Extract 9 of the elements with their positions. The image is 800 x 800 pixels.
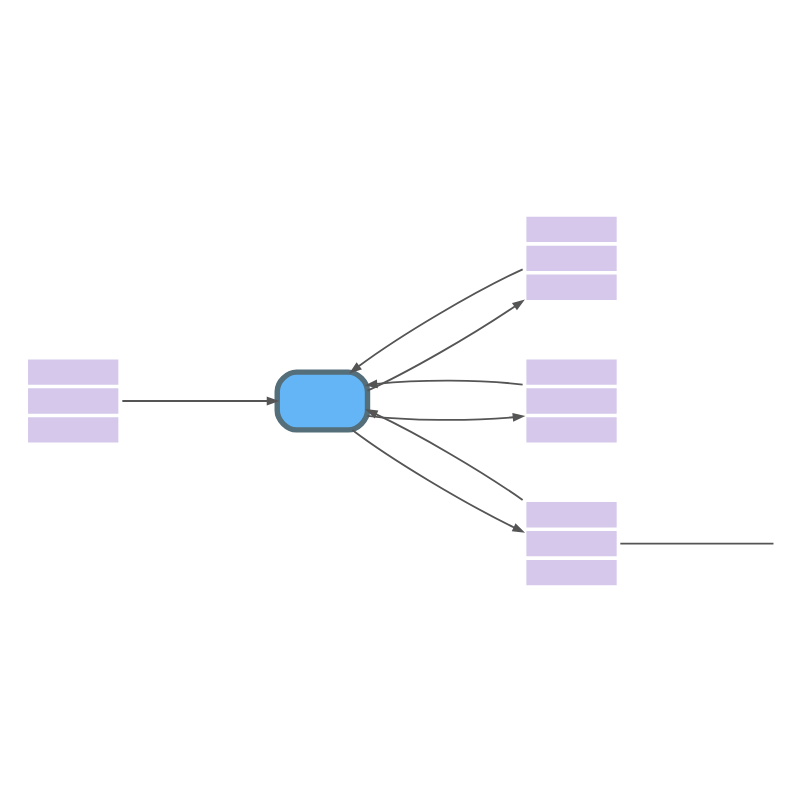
connector: [619, 541, 775, 544]
arrow: [366, 298, 525, 391]
node-laptop: [274, 368, 371, 432]
arrow: [349, 267, 524, 373]
arrow: [366, 411, 526, 421]
arrow: [351, 428, 526, 532]
arrow: [365, 408, 524, 500]
arrow: [364, 378, 524, 388]
arrow: [121, 395, 280, 405]
